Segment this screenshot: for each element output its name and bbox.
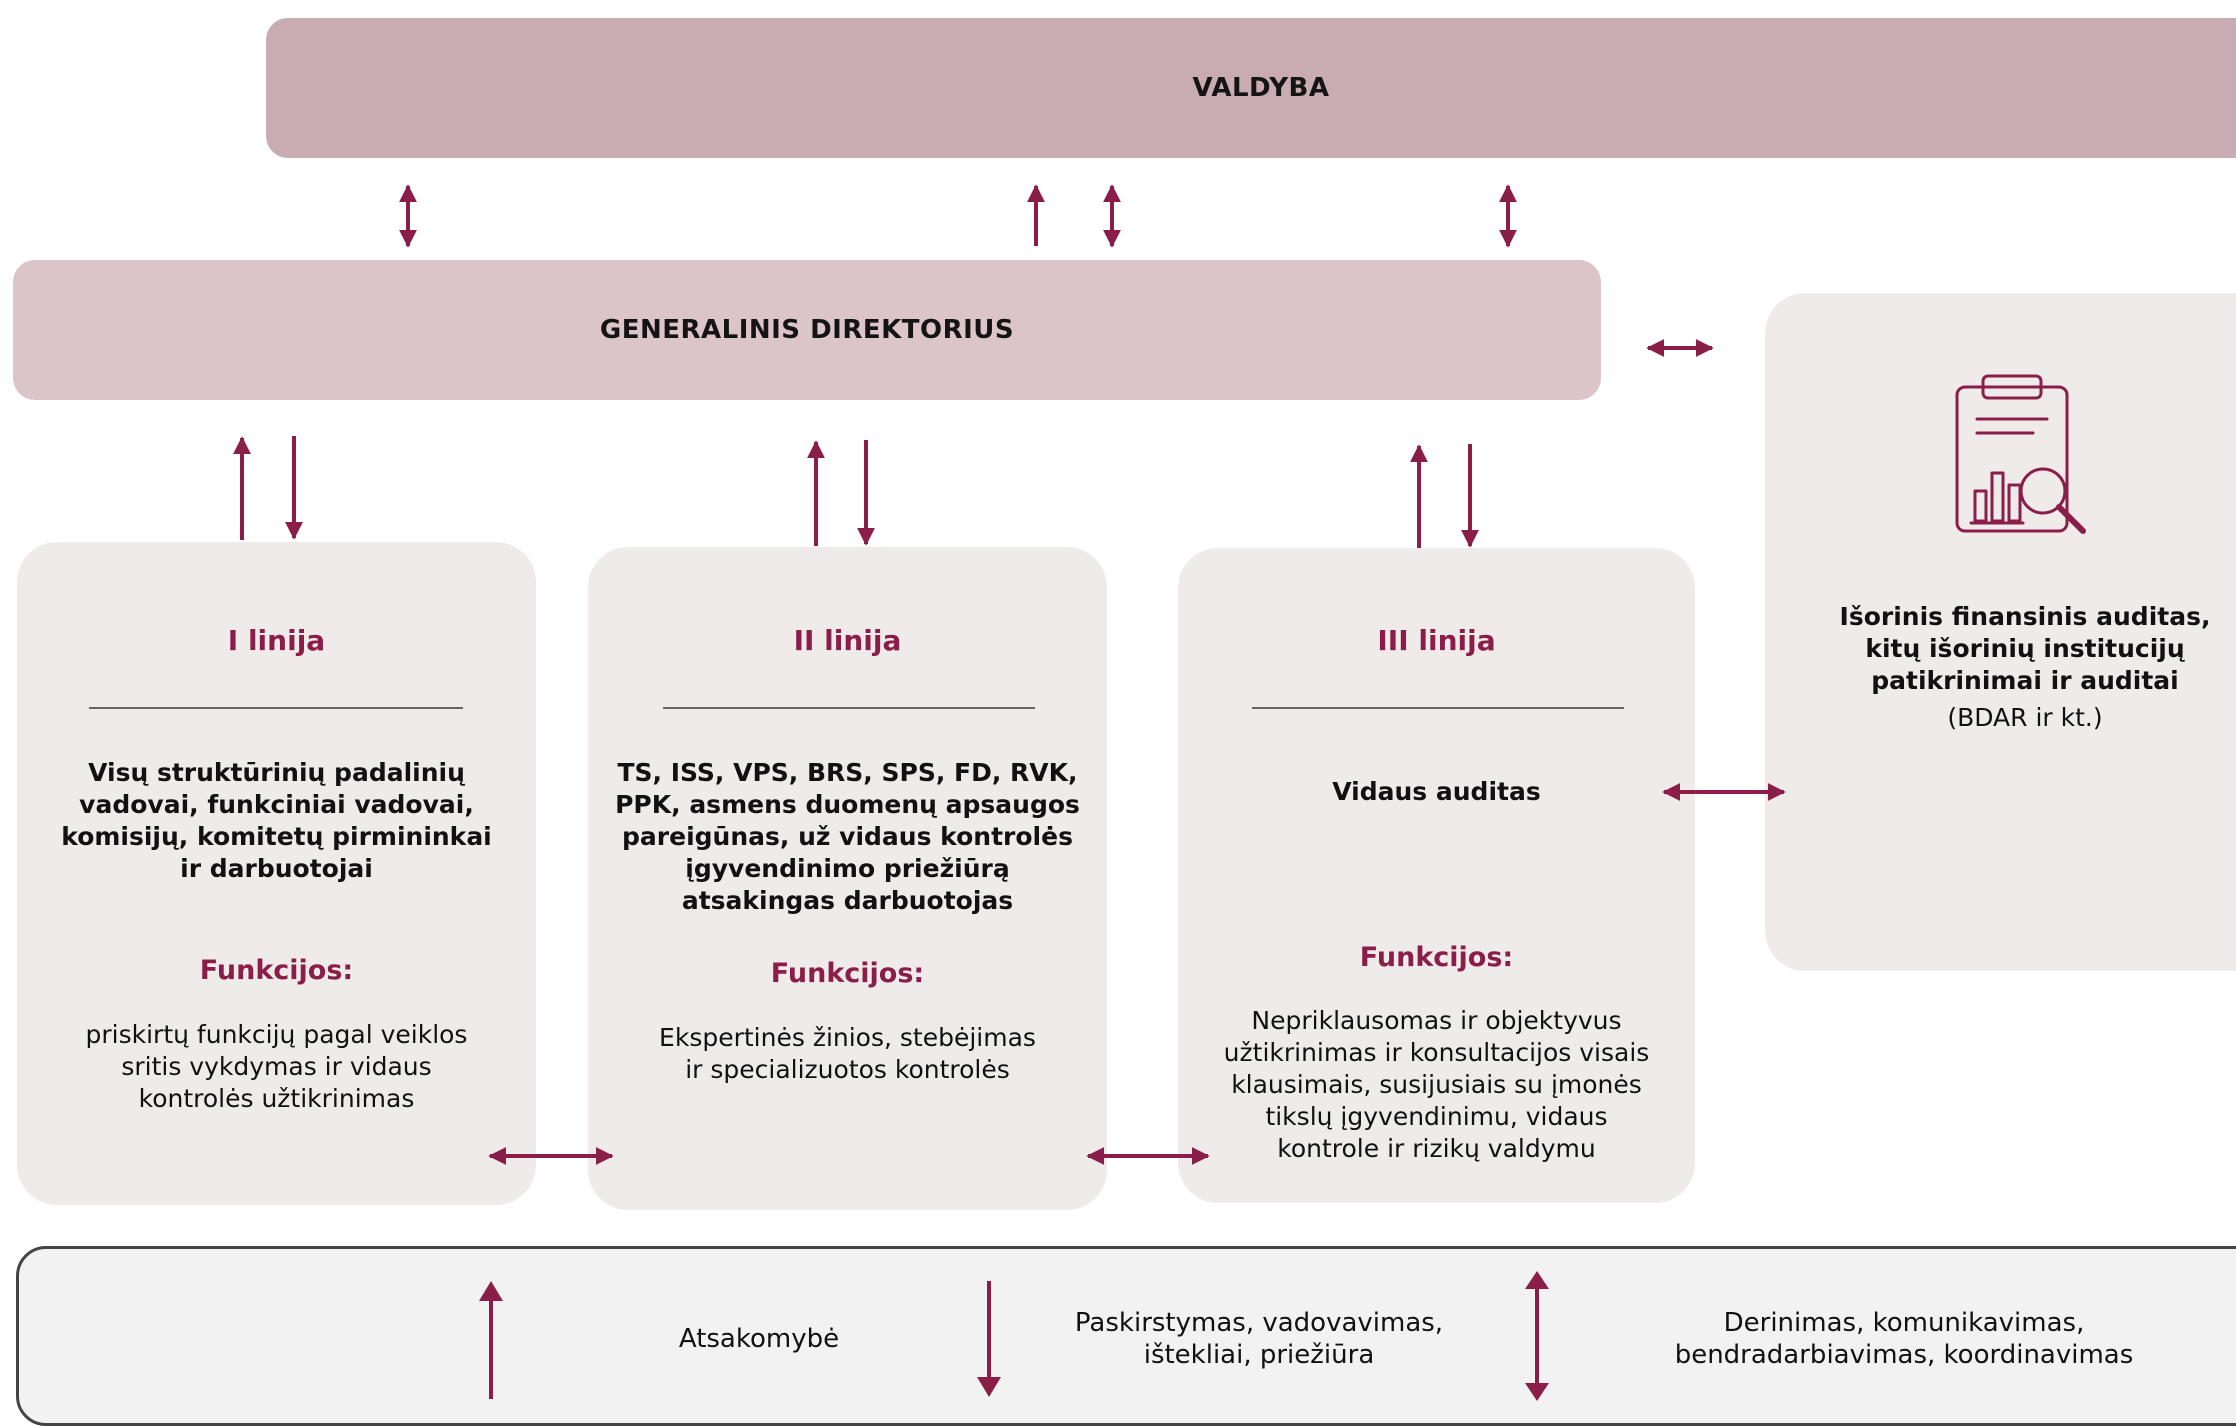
line-2-title: II linija — [793, 624, 902, 657]
line-1-functions-text: priskirtų funkcijų pagal veiklos sritis … — [85, 1020, 468, 1113]
line-3-members: Vidaus auditas — [1332, 777, 1541, 806]
arrow-down-icon — [977, 1281, 1001, 1397]
board-label: VALDYBA — [1192, 73, 1330, 103]
arrow-up-icon — [479, 1281, 503, 1399]
line-1-title: I linija — [227, 624, 326, 657]
ceo-label: GENERALINIS DIREKTORIUS — [599, 315, 1015, 345]
legend-bar: Atsakomybė Paskirstymas, vadovavimas, iš… — [16, 1246, 2236, 1426]
legend-coordination-label: Derinimas, komunikavimas, bendradarbiavi… — [1674, 1308, 2134, 1370]
line-2-functions-title: Funkcijos: — [770, 958, 925, 989]
external-audit-title: Išorinis finansinis auditas, kitų išorin… — [1839, 602, 2211, 695]
line-1-functions-title: Funkcijos: — [199, 955, 354, 986]
line-1-divider — [89, 707, 463, 709]
audit-report-icon — [1955, 374, 2086, 534]
external-audit-panel: Išorinis finansinis auditas, kitų išorin… — [1765, 293, 2236, 971]
legend-responsibility-label: Atsakomybė — [678, 1324, 840, 1354]
line-3-functions-title: Funkcijos: — [1359, 942, 1514, 973]
line-2-panel: II linija TS, ISS, VPS, BRS, SPS, FD, RV… — [588, 547, 1107, 1210]
line-2-functions-text: Ekspertinės žinios, stebėjimas ir specia… — [659, 1023, 1036, 1084]
line-1-members: Visų struktūrinių padalinių vadovai, fun… — [61, 758, 492, 883]
line-3-divider — [1252, 707, 1624, 709]
line-3-panel: III linija Vidaus auditas Funkcijos: Nep… — [1178, 548, 1695, 1203]
line-2-members: TS, ISS, VPS, BRS, SPS, FD, RVK, PPK, as… — [615, 758, 1080, 915]
board-box: VALDYBA — [266, 18, 2236, 158]
line-3-title: III linija — [1377, 624, 1496, 657]
external-audit-note: (BDAR ir kt.) — [1947, 703, 2103, 732]
line-2-divider — [663, 707, 1035, 709]
ceo-box: GENERALINIS DIREKTORIUS — [13, 260, 1601, 400]
line-3-functions-text: Nepriklausomas ir objektyvus užtikrinima… — [1223, 1006, 1650, 1163]
arrow-double-vertical-icon — [1525, 1271, 1549, 1401]
line-1-panel: I linija Visų struktūrinių padalinių vad… — [17, 542, 536, 1205]
legend-allocation-label: Paskirstymas, vadovavimas, ištekliai, pr… — [1074, 1308, 1444, 1370]
